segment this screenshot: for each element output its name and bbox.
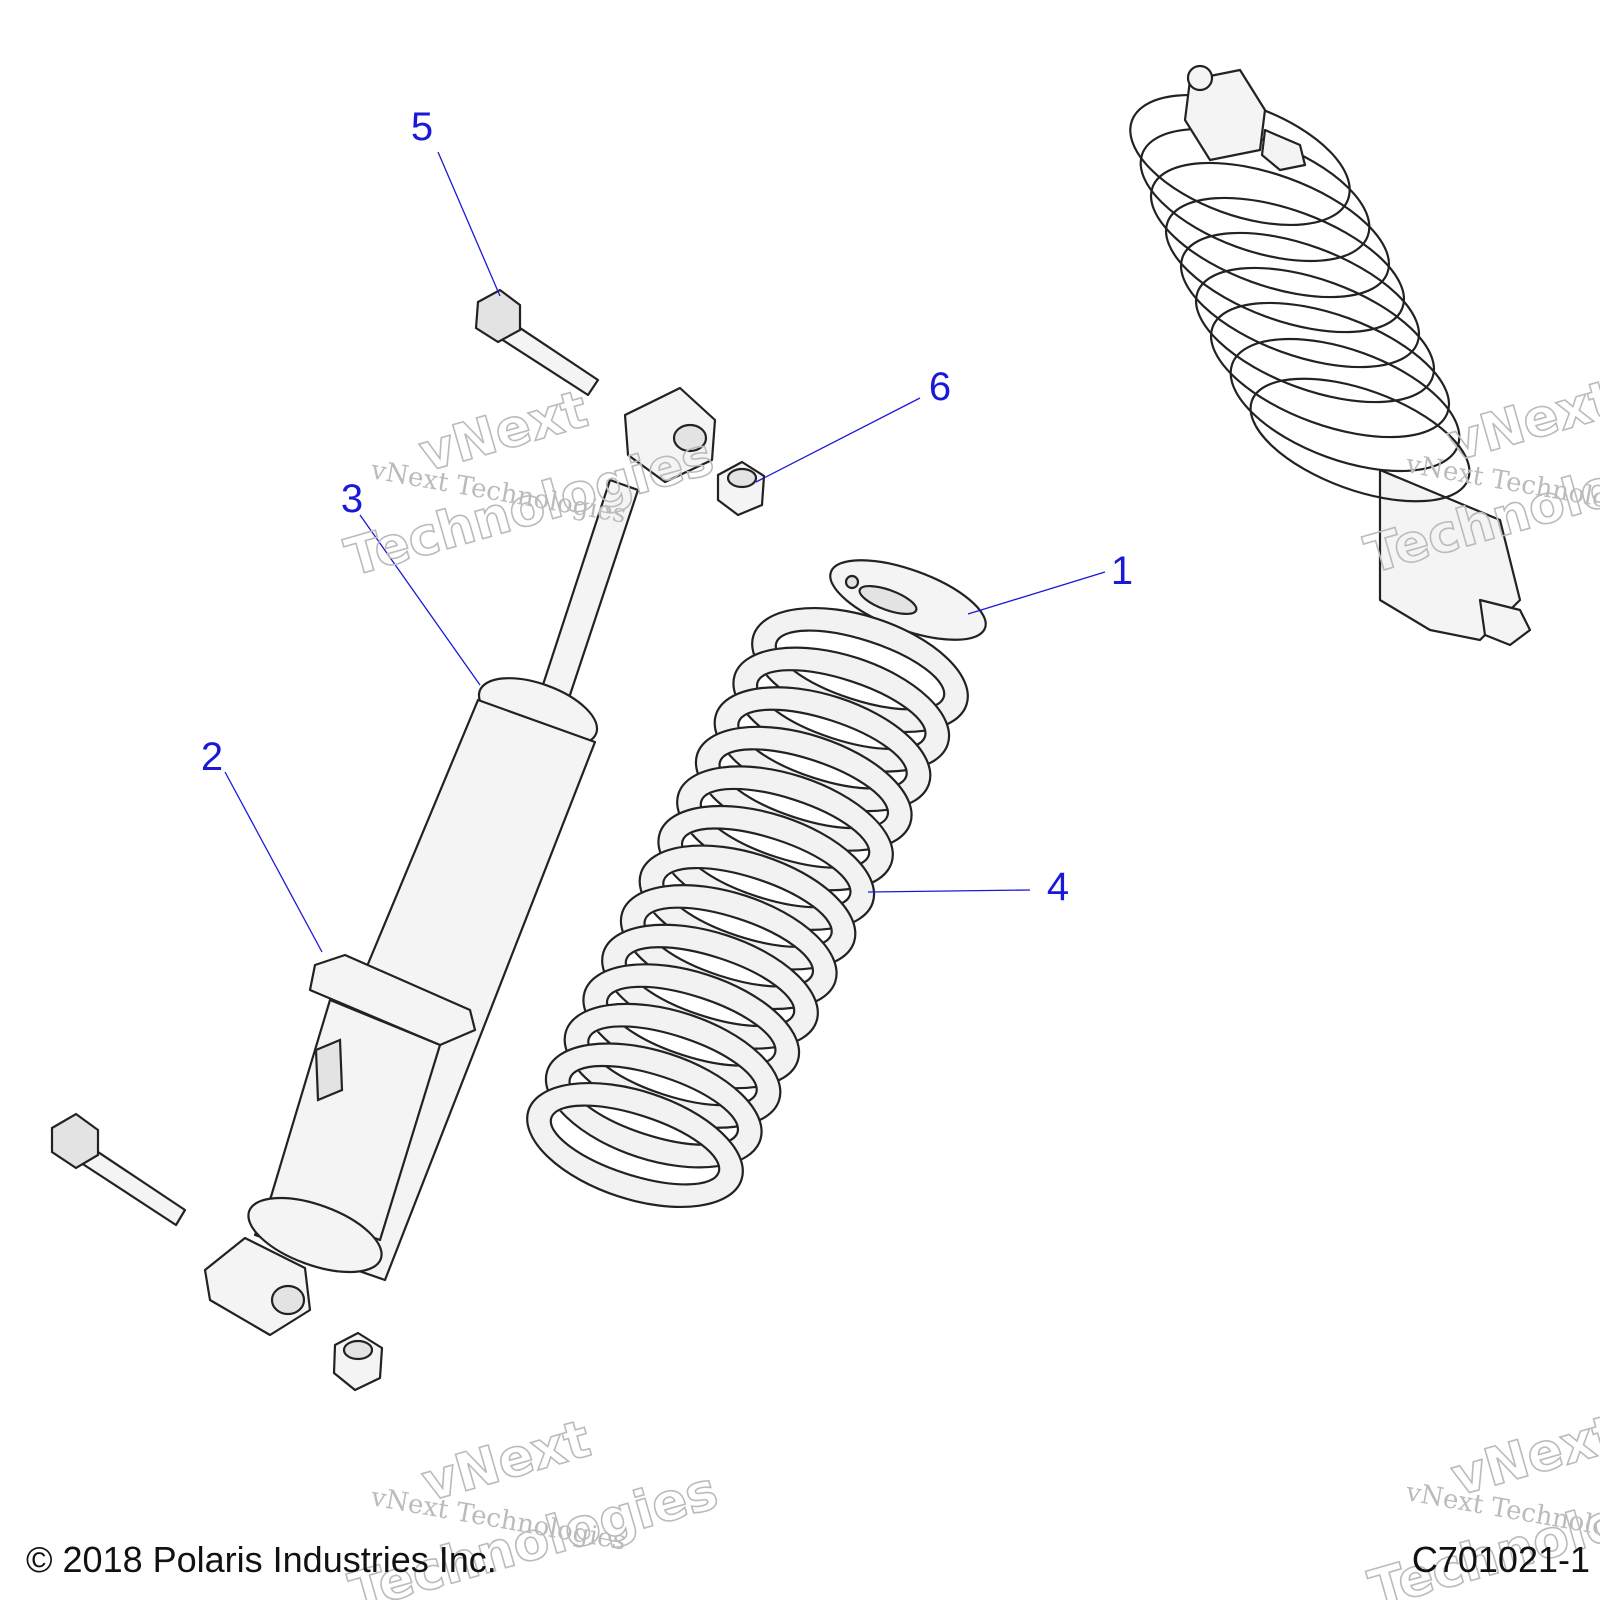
leader-lines (224, 151, 1106, 953)
spring-coil-inner (587, 1025, 758, 1107)
callout-3: 3 (341, 477, 363, 521)
callout-labels: 1 2 3 4 5 6 (201, 105, 1133, 909)
copyright-text: © 2018 Polaris Industries Inc. (26, 1539, 497, 1580)
spring-coil-inner (680, 827, 852, 909)
spring-coil-inner (605, 985, 777, 1067)
upper-nut-part (716, 460, 766, 517)
spring-coil-inner (624, 946, 796, 1028)
callout-4: 4 (1047, 865, 1069, 909)
spring-coil-inner (568, 1064, 740, 1146)
spring-coil-outer (544, 1042, 763, 1169)
coil-spring-part (526, 606, 969, 1209)
spring-coil-inner (549, 1104, 721, 1186)
lower-nut-part (332, 1331, 384, 1392)
spring-coil-inner (774, 629, 946, 711)
leader-line-5 (437, 151, 501, 297)
callout-2: 2 (201, 735, 223, 779)
callout-1: 1 (1111, 549, 1133, 593)
spring-coil-inner (737, 708, 908, 790)
footer: © 2018 Polaris Industries Inc. C701021-1 (26, 1539, 1590, 1580)
callout-6: 6 (929, 365, 951, 409)
leader-line-4 (867, 889, 1031, 893)
lower-bolt-part (50, 1112, 187, 1227)
upper-bolt-part (474, 288, 600, 397)
callout-5: 5 (411, 105, 433, 149)
spring-retainer-part (829, 559, 987, 641)
spring-coil-fill (527, 1082, 743, 1208)
leader-line-1 (967, 571, 1106, 615)
spring-coil-outer (526, 1081, 744, 1209)
leader-line-2 (224, 771, 323, 953)
assembled-shock-illustration (1129, 64, 1532, 647)
spring-coil-inner (662, 866, 833, 949)
watermarks: vNext Technologies vNext Technologies vN… (338, 368, 1600, 1600)
leader-line-6 (755, 397, 921, 483)
shock-absorber-part (203, 386, 717, 1337)
figure-code: C701021-1 (1412, 1539, 1590, 1580)
spring-coil-inner (643, 906, 815, 988)
spring-coil-inner (718, 748, 890, 830)
spring-coil-inner (755, 669, 927, 751)
spring-coil-fill (545, 1042, 762, 1168)
leader-line-3 (359, 514, 481, 686)
spring-coil-inner (699, 787, 871, 869)
